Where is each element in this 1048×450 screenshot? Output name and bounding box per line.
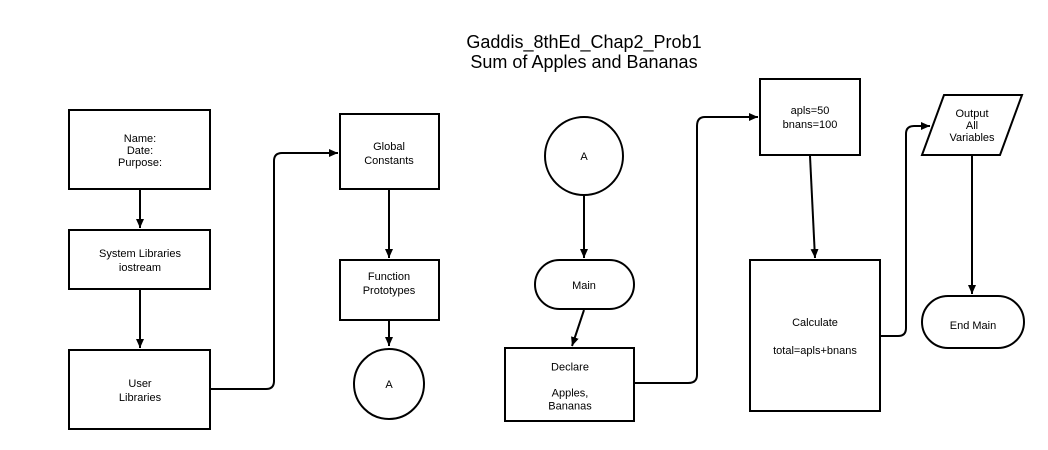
connector-a-start [544,116,624,196]
shape-label-line [568,375,571,387]
end-main-label: End Main [950,320,996,332]
main-label: Main [572,280,596,292]
shape-label-line: End Main [950,320,996,332]
assign-box [759,78,861,156]
shape-label-line: A [385,379,393,391]
shape-label-line: Constants [364,155,414,167]
shape-label-line: Function [368,271,410,283]
calculate-label: Calculate total=apls+bnans [773,317,857,357]
diagram-title: Gaddis_8thEd_Chap2_Prob1 Sum of Apples a… [400,32,768,72]
main-terminator [534,259,635,310]
shape-label-line: Global [373,141,405,153]
shape-label-line: iostream [119,262,161,274]
function-prototypes-box [339,259,440,321]
shape-label-line: apls=50 [791,105,830,117]
calculate-box [749,259,881,412]
title-line-1: Gaddis_8thEd_Chap2_Prob1 [466,32,702,52]
user-libraries-box [68,349,211,430]
shape-label-line: Apples, [552,388,589,400]
shape-label-line: bnans=100 [783,119,838,131]
output-parallelogram [920,94,1024,156]
shape-label-line: Prototypes [363,285,416,297]
assign-label: apls=50 bnans=100 [783,105,838,131]
shape-label-line: Libraries [119,392,162,404]
shape-label-line: total=apls+bnans [773,345,857,357]
header-box [68,109,211,190]
end-main-terminator [921,295,1025,349]
shape-label-line: Main [572,280,596,292]
shape-label-line: System Libraries [99,248,181,260]
edge-calculate-to-output [880,122,930,337]
shape-label-line: A [580,151,588,163]
shape-label-line [813,331,816,343]
edge-main-to-declare [571,309,585,347]
shape-label-line: Output [955,108,988,120]
header-box-label: Name:Date:Purpose: [118,133,162,169]
declare-label: Declare Apples,Bananas [548,362,592,413]
shape-label-line: All [966,120,978,132]
connector-a-start-label: A [580,151,588,163]
system-libraries-box [68,229,211,290]
edge-assign-to-calculate [809,155,819,259]
edge-declare-to-assign [634,113,758,384]
system-libraries-label: System Libraries iostream [99,248,181,274]
shape-label-line: Purpose: [118,157,162,169]
shape-label-line: Date: [127,145,153,157]
declare-box [504,347,635,422]
shape-label-line: Bananas [548,401,592,413]
global-constants-box [339,113,440,190]
shape-label-line: Calculate [792,317,838,329]
shape-label-line: Declare [551,362,589,374]
connector-a-end [353,348,425,420]
shape-label-line: Variables [949,132,995,144]
shape-label-line: Name: [124,133,156,145]
title-line-2: Sum of Apples and Bananas [470,52,698,72]
shape-label-line: User [128,378,152,390]
connector-a-end-label: A [385,379,393,391]
edge-user-libraries-to-global-constants [211,149,338,390]
